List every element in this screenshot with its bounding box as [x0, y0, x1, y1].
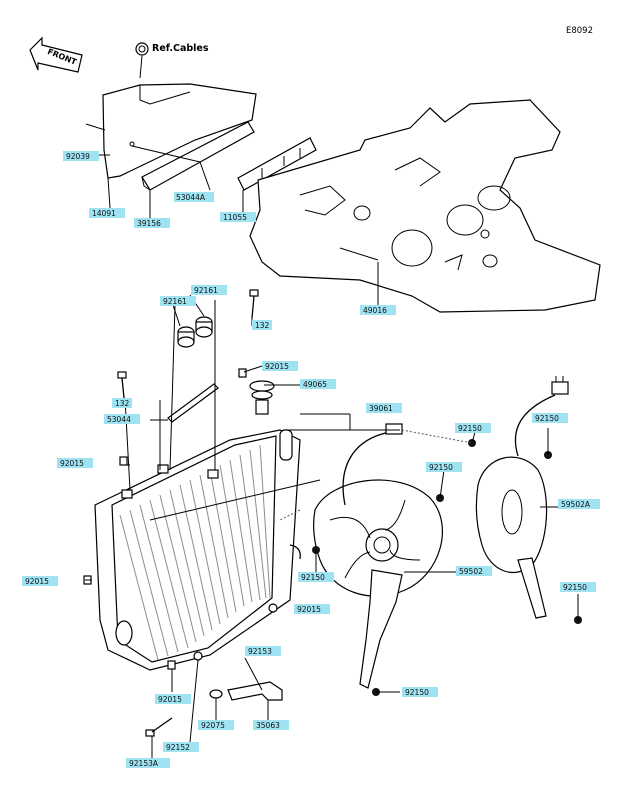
part-tag-92150-c[interactable]: 92150 [426, 462, 462, 472]
leader-lines [85, 154, 579, 758]
part-tag-92150-e[interactable]: 92150 [560, 582, 596, 592]
part-tag-92161-left[interactable]: 92161 [160, 296, 196, 306]
part-tag-35063[interactable]: 35063 [253, 720, 289, 730]
collar-right [195, 316, 213, 338]
svg-text:132: 132 [115, 399, 130, 408]
part-tag-92015-top[interactable]: 92015 [262, 361, 298, 371]
clip-92015-right [268, 603, 278, 613]
bolt-lower [145, 717, 173, 737]
svg-text:132: 132 [255, 321, 270, 330]
front-arrow-icon: FRONT [29, 36, 83, 73]
part-tag-92150-a[interactable]: 92150 [455, 423, 491, 433]
clip-92015-top [238, 368, 247, 378]
collar-left [177, 326, 195, 348]
svg-text:35063: 35063 [256, 721, 280, 730]
part-tag-92150-d[interactable]: 92150 [298, 572, 334, 582]
fan-sub [475, 376, 569, 619]
svg-text:39156: 39156 [137, 219, 161, 228]
radiator-cap [249, 380, 275, 415]
radiator [94, 429, 301, 671]
svg-text:92150: 92150 [563, 583, 587, 592]
bolt-left [117, 371, 127, 399]
part-tag-92161-right[interactable]: 92161 [191, 285, 227, 295]
svg-text:92015: 92015 [25, 577, 49, 586]
part-tag-39061[interactable]: 39061 [366, 403, 402, 413]
part-tag-92015-right[interactable]: 92015 [294, 604, 330, 614]
part-tag-14091[interactable]: 14091 [89, 208, 125, 218]
part-tag-59502[interactable]: 59502 [456, 566, 492, 576]
insulation-sheet [249, 99, 601, 313]
lower-bracket [193, 651, 283, 701]
part-tag-92150-f[interactable]: 92150 [402, 687, 438, 697]
rubber-pad [141, 121, 255, 191]
svg-text:92150: 92150 [301, 573, 325, 582]
part-tag-53044A[interactable]: 53044A [174, 192, 214, 202]
svg-text:14091: 14091 [92, 209, 116, 218]
part-tag-49065[interactable]: 49065 [300, 379, 336, 389]
svg-text:92153: 92153 [248, 647, 272, 656]
svg-text:92015: 92015 [297, 605, 321, 614]
svg-text:92152: 92152 [166, 743, 190, 752]
svg-text:92161: 92161 [194, 286, 218, 295]
part-tag-39156[interactable]: 39156 [134, 218, 170, 228]
fan-main [313, 423, 444, 689]
svg-text:49065: 49065 [303, 380, 327, 389]
svg-text:92150: 92150 [405, 688, 429, 697]
cable-grommet [135, 42, 149, 79]
part-tag-92153[interactable]: 92153 [245, 646, 281, 656]
svg-text:49016: 49016 [363, 306, 387, 315]
diagram-code: E8092 [566, 26, 593, 36]
svg-text:11055: 11055 [223, 213, 247, 222]
svg-text:92150: 92150 [458, 424, 482, 433]
heat-insulator-plate [85, 83, 257, 179]
svg-text:92150: 92150 [535, 414, 559, 423]
part-tag-92015-left[interactable]: 92015 [57, 458, 93, 468]
clip-92015-left [119, 456, 128, 466]
part-tag-132-upper[interactable]: 132 [252, 320, 272, 330]
svg-text:59502A: 59502A [561, 500, 591, 509]
ref-cables-label: Ref.Cables [152, 43, 209, 54]
part-tag-11055[interactable]: 11055 [220, 212, 256, 222]
part-tag-132-left[interactable]: 132 [112, 398, 132, 408]
svg-text:92039: 92039 [66, 152, 90, 161]
svg-text:53044A: 53044A [176, 193, 206, 202]
svg-text:92150: 92150 [429, 463, 453, 472]
part-tag-92153A[interactable]: 92153A [126, 758, 170, 768]
svg-text:53044: 53044 [107, 415, 131, 424]
part-tag-59502A[interactable]: 59502A [558, 499, 600, 509]
clip-92015-low [167, 660, 176, 670]
svg-text:92015: 92015 [158, 695, 182, 704]
part-tag-92015-low[interactable]: 92015 [155, 694, 191, 704]
part-tag-92075[interactable]: 92075 [198, 720, 234, 730]
svg-text:92161: 92161 [163, 297, 187, 306]
svg-text:59502: 59502 [459, 567, 483, 576]
svg-text:92015: 92015 [60, 459, 84, 468]
svg-text:92015: 92015 [265, 362, 289, 371]
guide-tube [167, 383, 219, 423]
svg-text:92153A: 92153A [129, 759, 159, 768]
part-tag-49016[interactable]: 49016 [360, 305, 396, 315]
part-tag-92152[interactable]: 92152 [163, 742, 199, 752]
part-tag-92015-side[interactable]: 92015 [22, 576, 58, 586]
radiator-fins [119, 444, 271, 661]
part-tag-92150-b[interactable]: 92150 [532, 413, 568, 423]
part-tag-92039[interactable]: 92039 [63, 151, 99, 161]
svg-text:39061: 39061 [369, 404, 393, 413]
svg-text:92075: 92075 [201, 721, 225, 730]
bolt-upper [249, 289, 259, 319]
bracket-rail [237, 137, 317, 191]
part-tag-53044[interactable]: 53044 [104, 414, 140, 424]
